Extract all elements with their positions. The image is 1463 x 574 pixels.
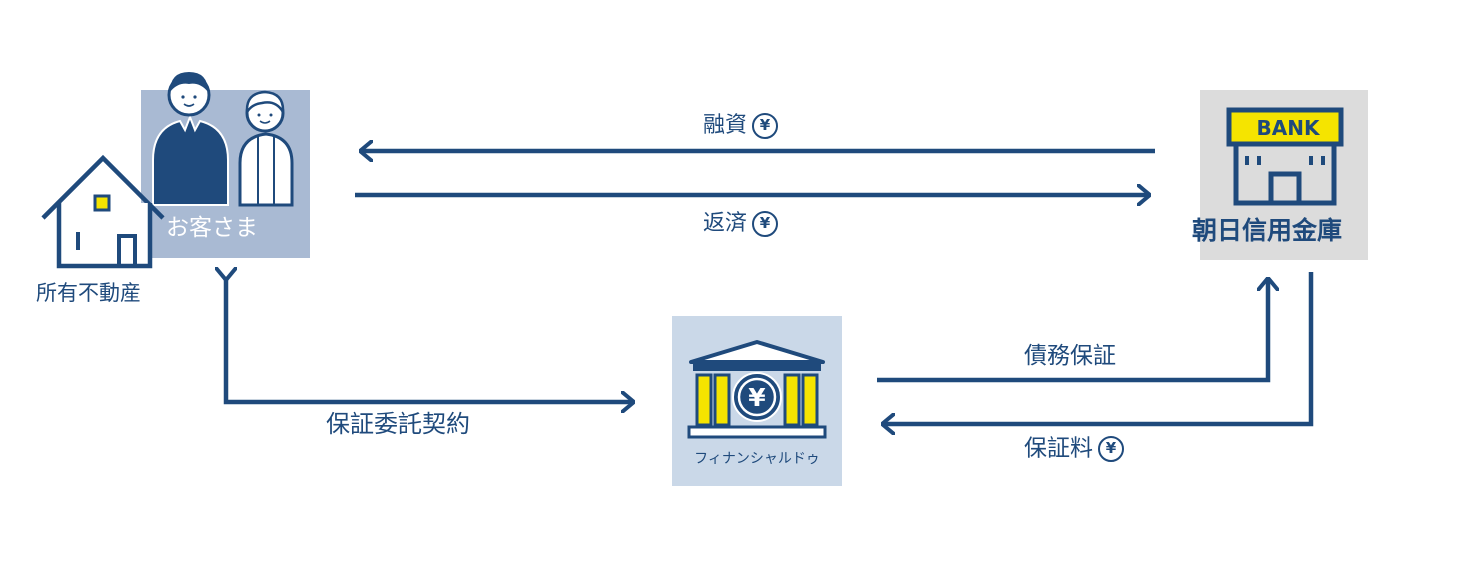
house-icon [41, 154, 165, 269]
bank-sign-text: BANK [1256, 116, 1320, 140]
contract-arrow [226, 280, 634, 402]
repayment-label: 返済 [703, 211, 748, 236]
bank-label: 朝日信用金庫 [1192, 216, 1343, 245]
bank-building-icon [1226, 107, 1344, 206]
guarantee-arrow [877, 278, 1268, 383]
finance-building-icon: ¥ [687, 340, 827, 439]
guarantee-label: 債務保証 [1024, 343, 1116, 369]
couple-icon [152, 72, 294, 207]
yen-icon: ¥ [752, 211, 779, 237]
repayment-label-group: 返済¥ [703, 211, 779, 237]
loan-label-group: 融資¥ [703, 113, 779, 139]
fee-label: 保証料 [1024, 435, 1093, 462]
contract-label: 保証委託契約 [326, 410, 470, 438]
customer-label: お客さま [166, 215, 258, 241]
fee-arrow [882, 272, 1314, 424]
guarantor-label: フィナンシャルドゥ [694, 451, 820, 467]
fee-label-group: 保証料¥ [1024, 436, 1124, 462]
finance-yen-glyph: ¥ [748, 383, 766, 412]
yen-icon: ¥ [1098, 436, 1124, 462]
property-label: 所有不動産 [36, 281, 141, 305]
yen-icon: ¥ [752, 113, 779, 139]
loan-label: 融資 [703, 113, 748, 138]
